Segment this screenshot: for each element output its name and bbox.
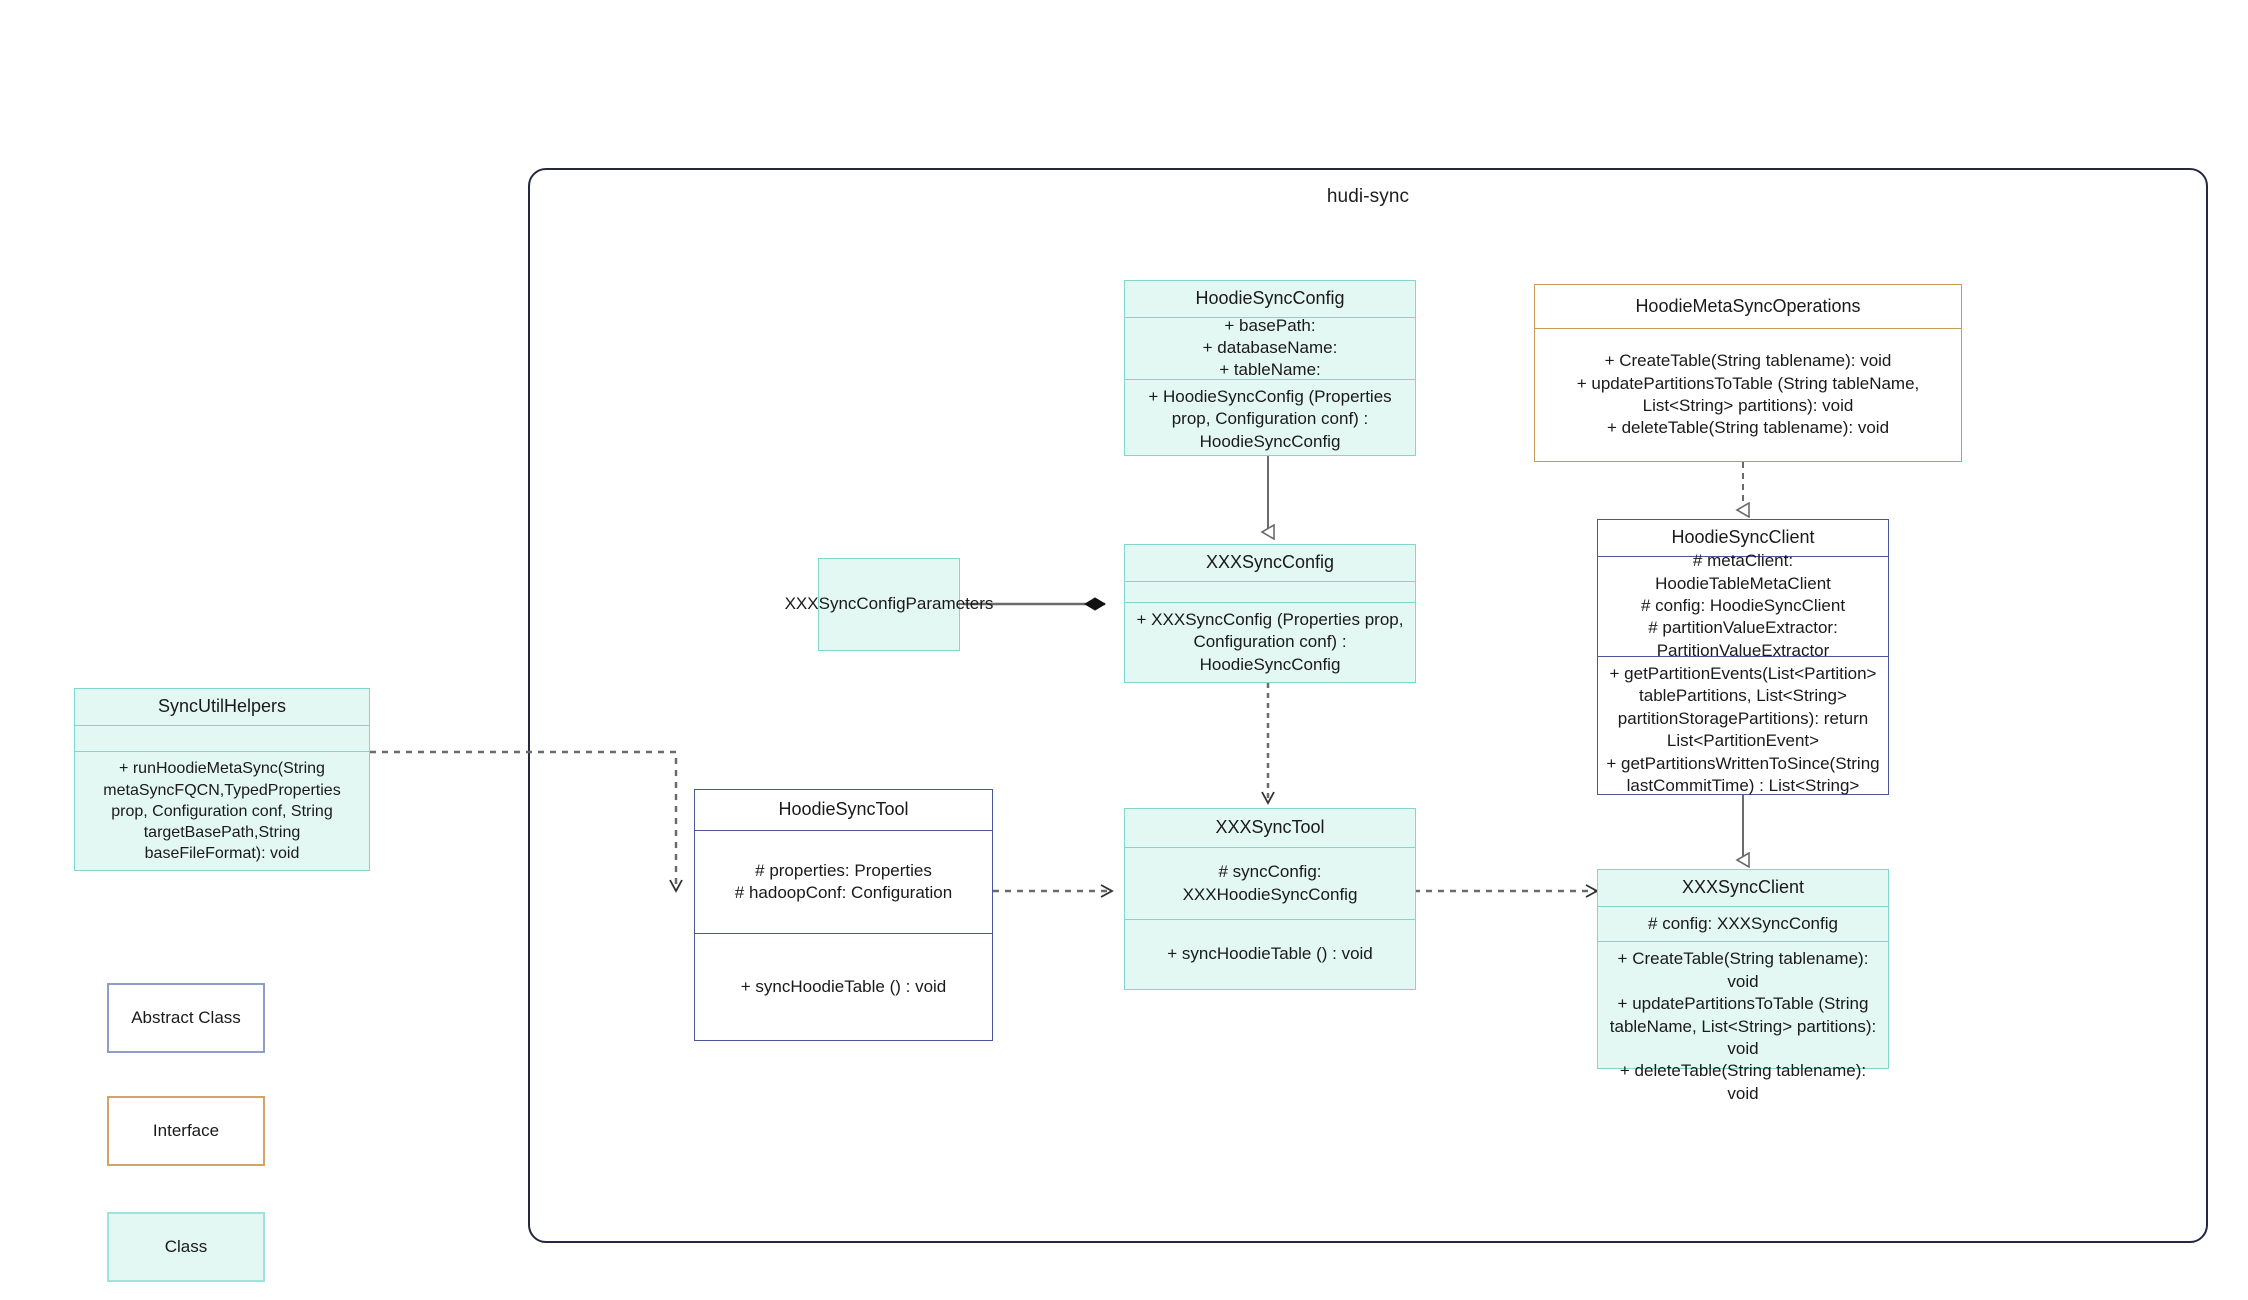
class-xxxsynctool[interactable]: XXXSyncTool # syncConfig: XXXHoodieSyncC… <box>1124 808 1416 990</box>
class-xxxsyncconfigparameters-title: XXXSyncConfigParameters <box>784 594 994 614</box>
legend-interface-label: Interface <box>152 1121 220 1140</box>
package-hudi-sync: hudi-sync <box>528 168 2208 1243</box>
class-xxxsyncclient-attributes: # config: XXXSyncConfig <box>1598 905 1888 941</box>
class-xxxsyncclient-title: XXXSyncClient <box>1681 877 1805 897</box>
class-xxxsynctool-attributes: # syncConfig: XXXHoodieSyncConfig <box>1125 847 1415 919</box>
legend-interface: Interface <box>107 1096 265 1166</box>
class-hoodiesyncconfig[interactable]: HoodieSyncConfig + basePath: + databaseN… <box>1124 280 1416 456</box>
legend-class: Class <box>107 1212 265 1282</box>
class-xxxsyncclient[interactable]: XXXSyncClient # config: XXXSyncConfig + … <box>1597 869 1889 1103</box>
class-xxxsyncclient-methods: + CreateTable(String tablename): void + … <box>1598 941 1888 1111</box>
class-xxxsynctool-title: XXXSyncTool <box>1215 817 1325 838</box>
class-hoodiesyncconfig-title: HoodieSyncConfig <box>1195 288 1345 308</box>
class-xxxsynctool-methods: + syncHoodieTable () : void <box>1125 919 1415 989</box>
class-hoodiesynctool-methods: + syncHoodieTable () : void <box>695 933 992 1040</box>
interface-hoodiemetasyncoperations-title: HoodieMetaSyncOperations <box>1635 295 1861 316</box>
class-hoodiesynctool-title: HoodieSyncTool <box>778 799 909 820</box>
class-xxxsyncconfig-title: XXXSyncConfig <box>1205 552 1335 572</box>
legend-abstract-class: Abstract Class <box>107 983 265 1053</box>
class-hoodiesynctool[interactable]: HoodieSyncTool # properties: Properties … <box>694 789 993 1041</box>
class-xxxsyncconfig[interactable]: XXXSyncConfig + XXXSyncConfig (Propertie… <box>1124 544 1416 683</box>
class-syncutilhelpers-attributes <box>75 724 369 752</box>
class-hoodiesynctool-attributes: # properties: Properties # hadoopConf: C… <box>695 830 992 933</box>
class-xxxsyncconfig-attributes <box>1125 580 1415 602</box>
interface-hoodiemetasyncoperations[interactable]: HoodieMetaSyncOperations + CreateTable(S… <box>1534 284 1962 462</box>
class-syncutilhelpers-methods: + runHoodieMetaSync(String metaSyncFQCN,… <box>75 751 369 870</box>
class-syncutilhelpers[interactable]: SyncUtilHelpers + runHoodieMetaSync(Stri… <box>74 688 370 871</box>
class-hoodiesyncconfig-attributes: + basePath: + databaseName: + tableName: <box>1125 316 1415 379</box>
legend-abstract-class-label: Abstract Class <box>131 1008 241 1027</box>
class-hoodiesyncclient-methods: + getPartitionEvents(List<Partition> tab… <box>1598 655 1888 804</box>
class-hoodiesyncconfig-methods: + HoodieSyncConfig (Properties prop, Con… <box>1125 378 1415 459</box>
class-xxxsyncconfig-methods: + XXXSyncConfig (Properties prop, Config… <box>1125 601 1415 682</box>
class-syncutilhelpers-title: SyncUtilHelpers <box>157 696 287 716</box>
class-hoodiesyncclient-title: HoodieSyncClient <box>1671 527 1815 547</box>
legend-class-label: Class <box>164 1237 208 1256</box>
class-hoodiesyncclient-attributes: # metaClient: HoodieTableMetaClient # co… <box>1598 551 1888 660</box>
package-title: hudi-sync <box>1326 186 1410 207</box>
class-hoodiesyncclient[interactable]: HoodieSyncClient # metaClient: HoodieTab… <box>1597 519 1889 795</box>
interface-hoodiemetasyncoperations-methods: + CreateTable(String tablename): void + … <box>1535 328 1961 461</box>
class-xxxsyncconfigparameters[interactable]: XXXSyncConfigParameters <box>784 558 994 651</box>
